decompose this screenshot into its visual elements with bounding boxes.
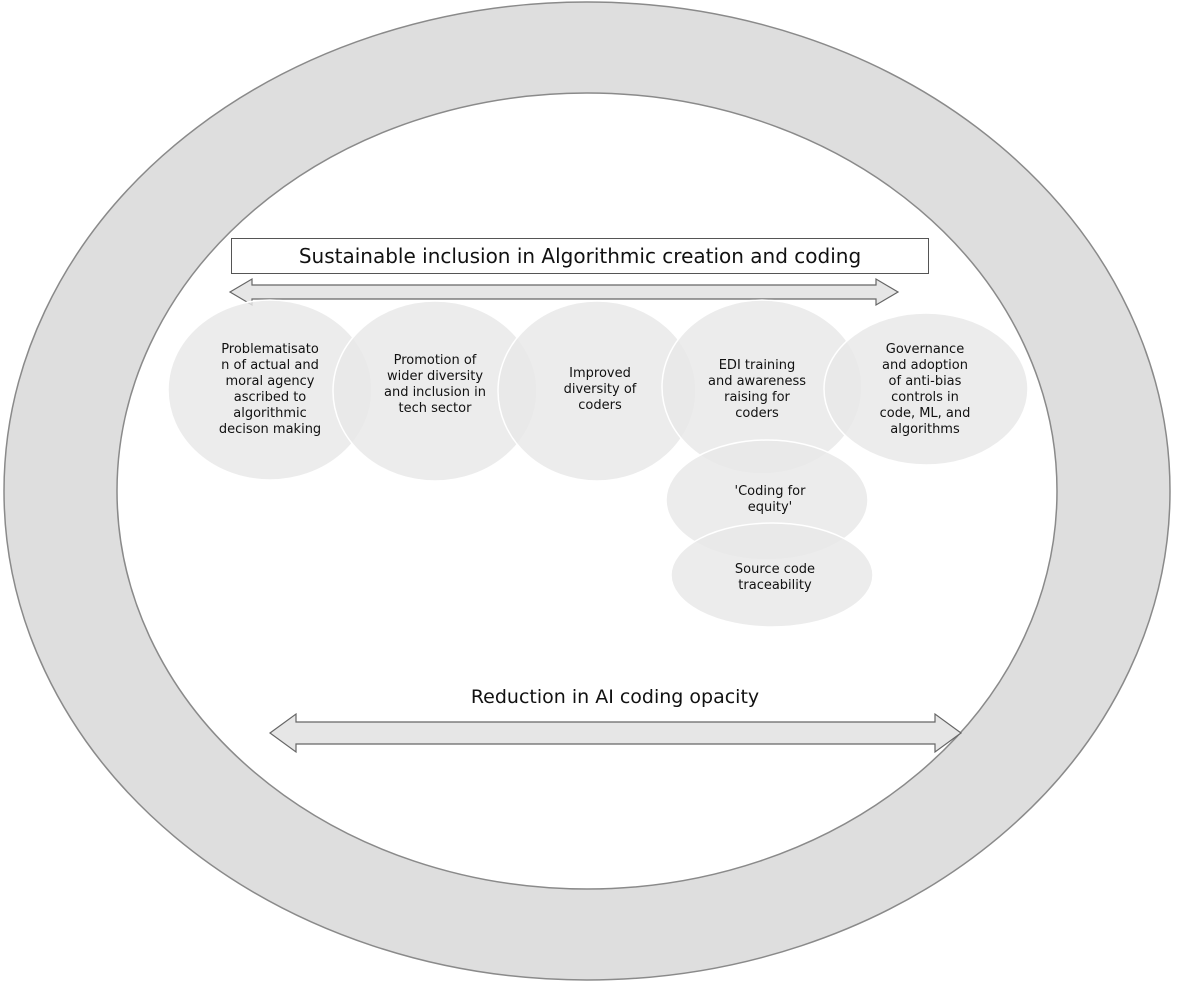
top-title: Sustainable inclusion in Algorithmic cre… [298,244,862,268]
node-label-coding-for-equity: 'Coding for equity' [734,484,806,515]
inner-ring [116,92,1058,890]
bubble-governance [823,312,1029,466]
bottom-double-arrow [268,712,963,754]
node-label-improved-diversity: Improved diversity of coders [563,366,637,413]
node-label-promotion: Promotion of wider diversity and inclusi… [383,353,486,416]
node-label-problematisation: Problematisato n of actual and moral age… [218,342,322,437]
node-label-governance: Governance and adoption of anti-bias con… [879,342,971,437]
node-label-source-code: Source code traceability [734,562,816,593]
bubble-source-code [670,522,874,628]
bottom-label: Reduction in AI coding opacity [470,686,760,708]
bubble-group [167,299,1029,628]
top-title-box: Sustainable inclusion in Algorithmic cre… [231,238,929,274]
bottom-label-box: Reduction in AI coding opacity [270,682,960,712]
node-label-edi-training: EDI training and awareness raising for c… [708,358,806,421]
